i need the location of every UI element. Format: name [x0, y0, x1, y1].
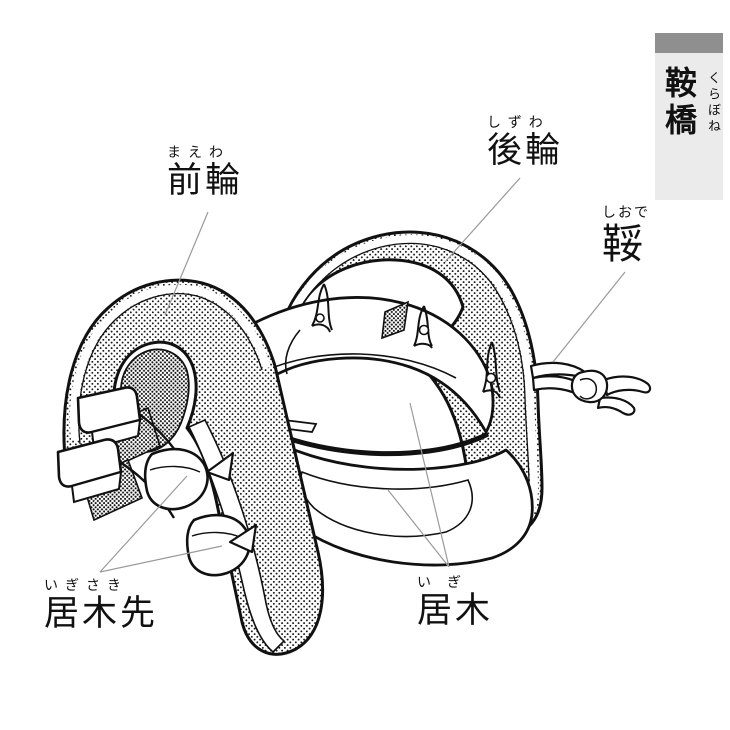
label-shizuwa-furigana: しずわ: [487, 115, 550, 131]
banner-title: 鞍橋: [660, 66, 698, 140]
leader-maewa: [164, 211, 209, 316]
banner-body: 鞍橋 くらぼね: [655, 53, 723, 140]
label-igi-furigana: いぎ: [417, 575, 477, 591]
label-igisaki: いぎさき 居木先: [44, 579, 158, 632]
banner-header-block: [655, 33, 723, 53]
leader-lines: [99, 177, 626, 573]
label-maewa-text: 前輪: [167, 161, 244, 201]
label-shiode: しおで 鞖: [602, 206, 650, 265]
label-maewa: まえわ 前輪: [167, 146, 243, 199]
label-igisaki-furigana: いぎさき: [44, 578, 128, 594]
label-shiode-furigana: しおで: [602, 205, 650, 221]
title-banner: 鞍橋 くらぼね: [655, 33, 723, 200]
igisaki-tips: [56, 386, 258, 577]
leader-shiode: [552, 271, 626, 363]
banner-title-furigana: くらぼね: [705, 71, 720, 135]
label-maewa-furigana: まえわ: [167, 145, 230, 161]
leader-igisaki: [99, 475, 223, 573]
label-igi-text: 居木: [417, 591, 494, 631]
leader-igi: [387, 402, 450, 568]
label-shiode-text: 鞖: [602, 220, 646, 268]
shiode-cord: [529, 361, 652, 416]
leader-shizuwa: [444, 177, 521, 263]
label-igisaki-text: 居木先: [44, 594, 159, 634]
label-shizuwa: しずわ 後輪: [487, 116, 563, 169]
label-shizuwa-text: 後輪: [487, 131, 564, 171]
seat-tie-cords: [311, 283, 501, 399]
label-igi: いぎ 居木: [417, 576, 493, 629]
